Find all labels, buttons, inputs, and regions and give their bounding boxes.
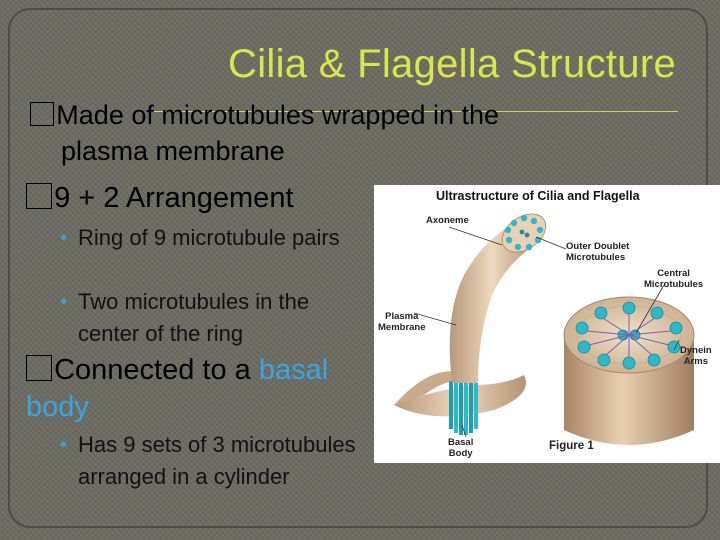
figure-caption: Figure 1 [549, 440, 594, 452]
sub-bullet-ring: • Ring of 9 microtubule pairs [60, 222, 368, 254]
sub-bullet-text: Has 9 sets of 3 microtubules arranged in… [78, 432, 356, 489]
sub-bullet-dot-icon: • [60, 434, 68, 456]
sub-bullet-text: Two microtubules in the center of the ri… [78, 289, 310, 346]
bullet-box-icon [26, 182, 53, 209]
bullet-box-icon [30, 101, 55, 126]
label-axoneme: Axoneme [426, 215, 469, 226]
bullet-text: Connected to a [54, 354, 259, 386]
highlight-term: basal body [26, 354, 329, 423]
slide-title: Cilia & Flagella Structure [228, 42, 676, 86]
label-central-microtubules: Central Microtubules [644, 268, 704, 290]
figure-title: Ultrastructure of Cilia and Flagella [436, 189, 640, 203]
cilium-shaft [449, 225, 534, 383]
title-underline [150, 111, 678, 112]
radial-spokes [586, 314, 672, 357]
label-plasma-membrane: Plasma Membrane [378, 311, 426, 333]
label-outer-doublet: Outer Doublet Microtubules [566, 241, 630, 263]
sub-bullet-text: Ring of 9 microtubule pairs [78, 225, 340, 250]
bullet-arrangement: 9 + 2 Arrangement [26, 180, 294, 216]
bullet-text: Made of microtubules wrapped in the [56, 100, 500, 130]
sub-bullet-dot-icon: • [60, 291, 68, 313]
cilia-figure: Ultrastructure of Cilia and Flagella Axo… [374, 185, 720, 463]
axoneme-doublets [504, 214, 544, 251]
sub-bullet-triplets: • Has 9 sets of 3 microtubules arranged … [60, 429, 378, 493]
bullet-text-continued: plasma membrane [61, 136, 285, 166]
sub-bullet-dot-icon: • [60, 227, 68, 249]
bullet-microtubules: Made of microtubules wrapped in the plas… [30, 97, 630, 169]
outer-doublet-ring [575, 301, 683, 370]
cilia-illustration [394, 213, 695, 445]
leader-lines [413, 226, 680, 438]
label-basal-body: Basal Body [448, 437, 474, 459]
bullet-text: 9 + 2 Arrangement [54, 182, 294, 214]
basal-body-tubules [449, 381, 478, 435]
bullet-box-icon [26, 354, 53, 381]
sub-bullet-center: • Two microtubules in the center of the … [60, 286, 368, 350]
bullet-basal-body: Connected to a basal body [26, 352, 366, 426]
label-dynein-arms: Dynein Arms [680, 345, 712, 367]
